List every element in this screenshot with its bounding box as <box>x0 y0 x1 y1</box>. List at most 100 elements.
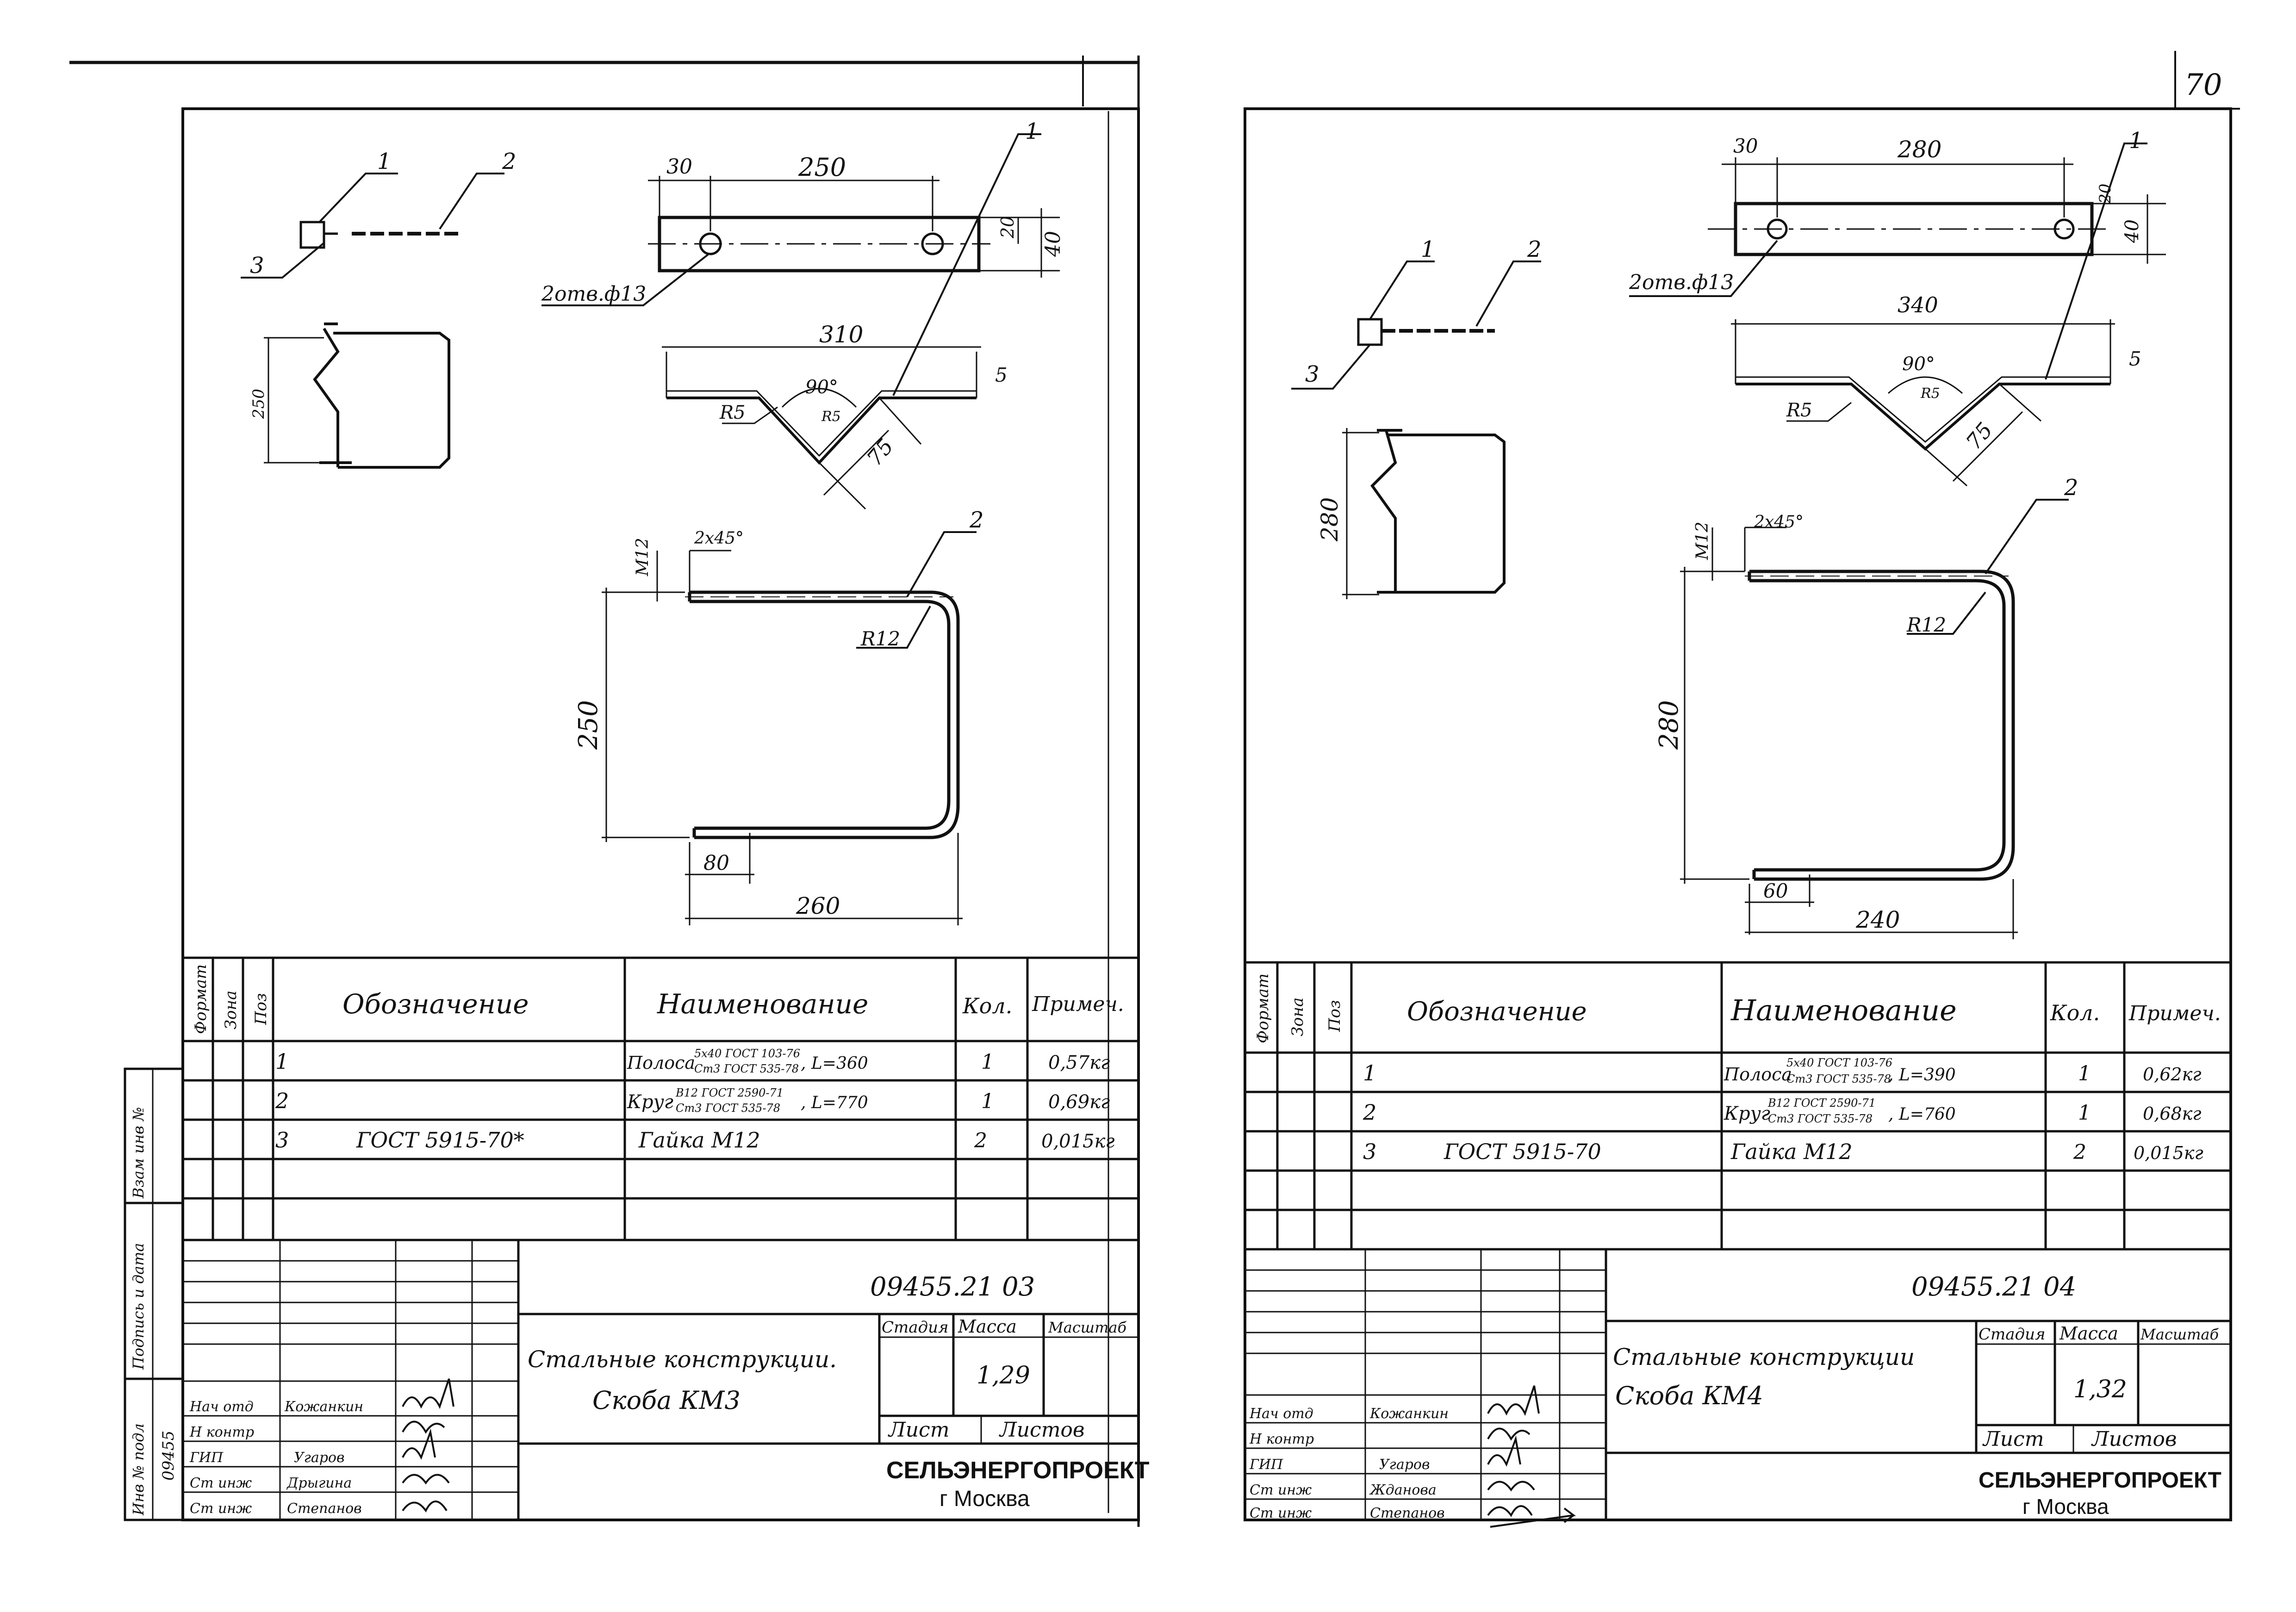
left-round-bracket <box>602 531 977 925</box>
right-dim-60: 60 <box>1763 880 1788 902</box>
left-dim-310: 310 <box>819 321 863 348</box>
right-role-4: Ст инж <box>1250 1482 1312 1498</box>
right-bent-plate <box>1731 143 2147 487</box>
right-row2-qty: 1 <box>2078 1101 2091 1125</box>
right-m12: M12 <box>1693 521 1712 560</box>
right-row2-name: Круг <box>1724 1103 1770 1124</box>
right-chamfer: 2х45° <box>1754 513 1804 532</box>
left-iso-dim-250: 250 <box>249 389 268 419</box>
left-row2-name-bottom: Ст3 ГОСТ 535-78 <box>676 1102 780 1115</box>
right-pos2-label: 2 <box>1527 236 1542 262</box>
left-header-designation: Обозначение <box>342 988 529 1020</box>
right-holes-label: 2отв.ф13 <box>1629 271 1734 294</box>
left-row3-note: 0,015кг <box>1041 1131 1115 1152</box>
right-row2-note: 0,68кг <box>2143 1104 2202 1124</box>
right-name-5: Степанов <box>1370 1505 1445 1521</box>
left-dim-250-top: 250 <box>798 153 846 182</box>
left-signatures <box>402 1378 454 1513</box>
right-plate-leader-1: 1 <box>2129 128 2143 154</box>
left-row1-name-top: 5х40 ГОСТ 103-76 <box>694 1047 800 1060</box>
left-r12: R12 <box>860 627 900 650</box>
left-role-5: Ст инж <box>190 1500 252 1517</box>
left-angle-90: 90° <box>805 377 838 398</box>
left-row3-qty: 2 <box>974 1129 987 1153</box>
right-r5-label: R5 <box>1786 400 1812 421</box>
right-org-name: СЕЛЬЭНЕРГОПРОЕКТ <box>1979 1468 2221 1493</box>
left-bent-plate <box>662 133 1041 510</box>
left-header-qty: Кол. <box>962 993 1012 1018</box>
left-dim-30: 30 <box>666 155 692 179</box>
left-doc-number: 09455.21 03 <box>870 1272 1035 1302</box>
left-m12: M12 <box>633 538 652 577</box>
right-header-name: Наименование <box>1730 993 1957 1027</box>
left-row1-qty: 1 <box>981 1050 994 1074</box>
left-dim-260: 260 <box>796 893 840 919</box>
left-row1-name: Полоса <box>627 1053 695 1073</box>
left-org-city: г Москва <box>940 1487 1030 1511</box>
left-row2-qty: 1 <box>981 1090 994 1113</box>
left-role-2: Н контр <box>189 1424 254 1440</box>
right-header-note: Примеч. <box>2128 1002 2221 1025</box>
right-row1-pos: 1 <box>1363 1060 1376 1085</box>
right-dim-240: 240 <box>1855 906 1900 933</box>
left-iso-bolt <box>241 173 504 279</box>
left-chamfer: 2х45° <box>694 529 744 548</box>
left-title-block <box>183 1239 1139 1520</box>
right-sheets-label: Листов <box>2091 1427 2177 1451</box>
left-row2-name-top: В12 ГОСТ 2590-71 <box>675 1086 784 1099</box>
left-row1-length: , L=360 <box>801 1054 868 1073</box>
right-row1-name: Полоса <box>1724 1064 1792 1085</box>
right-row3-qty: 2 <box>2073 1141 2086 1164</box>
right-role-3: ГИП <box>1249 1457 1283 1473</box>
right-row2-name-top: В12 ГОСТ 2590-71 <box>1767 1097 1876 1110</box>
right-pos3-label: 3 <box>1305 361 1319 387</box>
right-role-1: Нач отд <box>1249 1406 1313 1422</box>
right-row1-name-top: 5х40 ГОСТ 103-76 <box>1786 1056 1892 1069</box>
left-frame <box>181 107 1140 1521</box>
left-r5-label: R5 <box>719 402 746 423</box>
left-dim-40: 40 <box>1041 231 1065 257</box>
right-name-3: Угаров <box>1379 1457 1430 1473</box>
left-row2-name: Круг <box>627 1091 673 1113</box>
right-iso-dim-280: 280 <box>1316 497 1343 542</box>
right-mass-value: 1,32 <box>2073 1376 2127 1403</box>
right-r5-inner: R5 <box>1920 385 1940 402</box>
right-dim-75: 75 <box>1961 418 1997 455</box>
left-row3-designation: ГОСТ 5915-70* <box>356 1128 524 1153</box>
left-mass-label: Масса <box>958 1316 1017 1337</box>
right-row2-name-bottom: Ст3 ГОСТ 535-78 <box>1768 1112 1873 1125</box>
left-name-4: Дрыгина <box>286 1475 352 1491</box>
left-header-zone: Зона <box>222 991 240 1029</box>
right-dim-280-top: 280 <box>1897 136 1941 163</box>
right-header-format: Формат <box>1254 973 1272 1043</box>
right-dim-20: 20 <box>2096 184 2115 204</box>
left-header-name: Наименование <box>657 988 868 1020</box>
left-stamp-label-2: Подпись и дата <box>130 1243 147 1370</box>
right-role-2: Н контр <box>1249 1431 1314 1447</box>
left-role-3: ГИП <box>189 1450 224 1466</box>
right-iso-bracket <box>1342 428 1506 599</box>
left-row1-pos: 1 <box>275 1049 289 1074</box>
left-plate-plan <box>541 176 1060 306</box>
right-row2-length: , L=760 <box>1888 1105 1956 1124</box>
left-dim-250-side: 250 <box>573 700 604 750</box>
left-sheets-label: Листов <box>999 1418 1085 1442</box>
right-round-bracket <box>1680 499 2069 939</box>
right-pos1-label: 1 <box>1421 236 1435 262</box>
left-header-pos: Поз <box>252 993 270 1025</box>
left-row1-note: 0,57кг <box>1048 1052 1110 1073</box>
left-role-4: Ст инж <box>190 1475 252 1491</box>
right-header-zone: Зона <box>1288 998 1307 1036</box>
left-pos1-label: 1 <box>377 149 392 174</box>
left-header-format: Формат <box>192 964 210 1034</box>
right-title-block <box>1245 1248 2231 1520</box>
left-bracket-leader-2: 2 <box>969 507 984 533</box>
left-dim-20: 20 <box>997 216 1018 239</box>
left-sheet <box>69 56 1140 1527</box>
right-name-1: Кожанкин <box>1369 1406 1449 1422</box>
right-row1-length: , L=390 <box>1888 1066 1956 1085</box>
left-r5-inner: R5 <box>821 409 841 425</box>
right-scale-label: Масштаб <box>2140 1326 2219 1343</box>
left-row3-name: Гайка М12 <box>638 1128 760 1153</box>
